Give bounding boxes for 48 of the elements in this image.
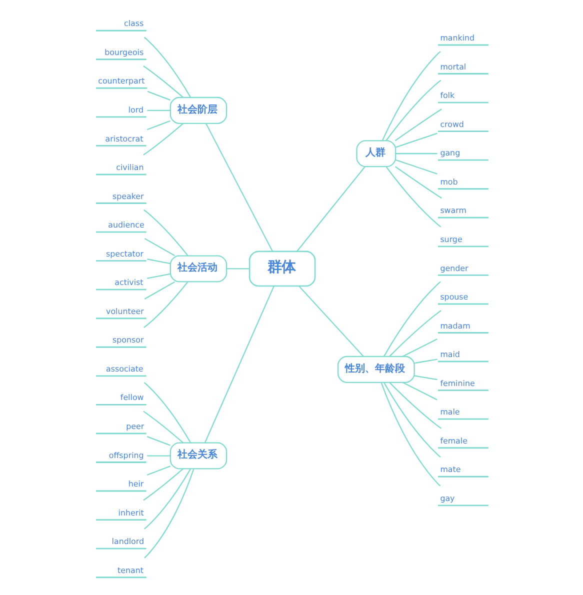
connector bbox=[143, 382, 191, 443]
connector bbox=[146, 258, 170, 264]
connector bbox=[382, 382, 440, 458]
connector bbox=[143, 209, 188, 256]
connector bbox=[146, 273, 170, 279]
node-box: 性别、年龄段 bbox=[336, 356, 414, 383]
connector bbox=[382, 281, 440, 357]
connector bbox=[402, 338, 437, 357]
connector bbox=[226, 268, 249, 270]
connector bbox=[204, 286, 274, 443]
connector bbox=[204, 123, 273, 252]
connector bbox=[143, 281, 188, 328]
connector bbox=[146, 120, 170, 130]
connector bbox=[394, 108, 442, 142]
connector bbox=[142, 410, 184, 444]
connector bbox=[142, 468, 184, 501]
node-box: 社会活动 bbox=[169, 255, 227, 282]
node-box: 群体 bbox=[248, 250, 316, 287]
connector bbox=[380, 382, 440, 486]
connector bbox=[402, 382, 437, 400]
connector bbox=[395, 153, 437, 154]
connector bbox=[146, 455, 170, 456]
connector bbox=[296, 166, 365, 252]
connector bbox=[385, 166, 441, 228]
connector bbox=[385, 80, 441, 141]
node-box: 社会阶层 bbox=[169, 96, 227, 124]
connector bbox=[143, 36, 191, 98]
connector bbox=[388, 310, 441, 357]
connector bbox=[381, 51, 440, 141]
connector bbox=[395, 159, 437, 174]
connector bbox=[388, 382, 441, 429]
connector bbox=[146, 466, 170, 476]
connector bbox=[142, 122, 184, 156]
connector bbox=[144, 281, 175, 300]
connector bbox=[146, 110, 170, 112]
connector bbox=[395, 132, 437, 148]
node-box: 社会关系 bbox=[169, 442, 227, 470]
connector bbox=[146, 436, 170, 446]
connector bbox=[394, 166, 442, 199]
connector bbox=[142, 66, 184, 98]
connector bbox=[143, 468, 191, 530]
node-box: 人群 bbox=[356, 140, 396, 168]
connector bbox=[146, 90, 170, 101]
connector bbox=[414, 375, 437, 380]
connector bbox=[144, 238, 175, 256]
connector bbox=[298, 286, 364, 357]
connector bbox=[144, 468, 194, 558]
connector bbox=[414, 358, 437, 364]
